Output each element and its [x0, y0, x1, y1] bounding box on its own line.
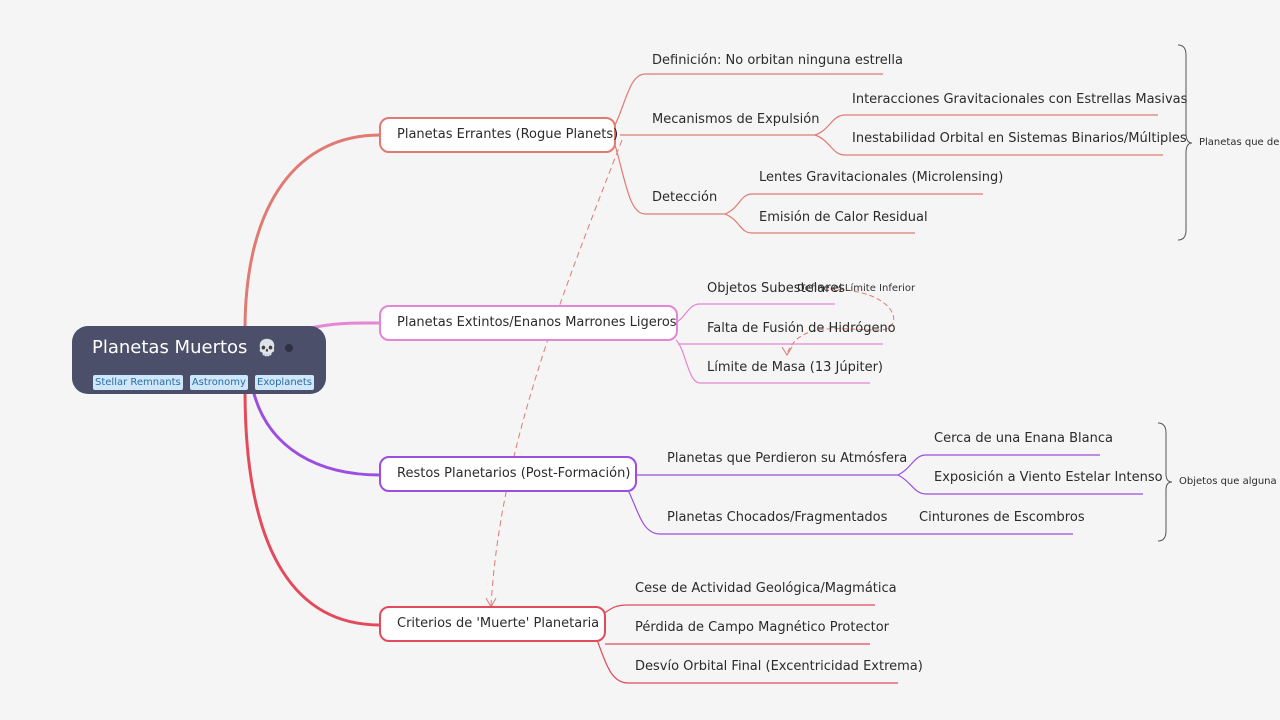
- topic-objetos-subestelares[interactable]: Objetos Subestelares: [707, 281, 846, 296]
- topic-deteccion[interactable]: Detección: [652, 190, 718, 205]
- summary-brace-errantes: [1177, 44, 1193, 241]
- connector-extintos-limite: [675, 339, 870, 384]
- topic-inestabilidad-orbital[interactable]: Inestabilidad Orbital en Sistemas Binari…: [852, 131, 1187, 146]
- topic-interacciones-gravitacionales[interactable]: Interacciones Gravitacionales con Estrel…: [852, 92, 1188, 107]
- label-tag[interactable]: Astronomy: [189, 375, 248, 390]
- relationship-label[interactable]: Define el Límite Inferior: [797, 283, 916, 294]
- relationship-line-objetos-limite: [786, 288, 895, 355]
- connector-mecanismos-interacciones: [814, 114, 1158, 136]
- topic-cinturones-escombros[interactable]: Cinturones de Escombros: [919, 510, 1085, 525]
- root-labels: Stellar Remnants Astronomy Exoplanets: [93, 370, 316, 390]
- topic-viento-estelar[interactable]: Exposición a Viento Estelar Intenso: [934, 470, 1163, 485]
- branch-restos-planetarios[interactable]: Restos Planetarios (Post-Formación): [379, 456, 637, 492]
- topic-enana-blanca[interactable]: Cerca de una Enana Blanca: [934, 431, 1113, 446]
- topic-definicion[interactable]: Definición: No orbitan ninguna estrella: [652, 53, 903, 68]
- connector-atmosfera-enana: [897, 454, 1100, 476]
- label-tag[interactable]: Exoplanets: [255, 375, 314, 390]
- root-title: Planetas Muertos: [92, 337, 248, 358]
- connector-mecanismos-inestabilidad: [814, 134, 1163, 156]
- topic-cese-actividad[interactable]: Cese de Actividad Geológica/Magmática: [635, 581, 897, 596]
- connector-deteccion-lentes: [724, 193, 983, 215]
- connector-errantes-deteccion: [611, 134, 725, 215]
- connector-root-errantes: [243, 133, 381, 331]
- connector-criterios-cese: [596, 604, 875, 619]
- relationship-arrowhead-limite: [781, 346, 793, 356]
- connector-criterios-desvio: [596, 639, 898, 684]
- topic-perdida-campo[interactable]: Pérdida de Campo Magnético Protector: [635, 620, 890, 635]
- topic-chocados-fragmentados[interactable]: Planetas Chocados/Fragmentados: [667, 510, 888, 525]
- root-topic[interactable]: Planetas Muertos 💀 Stellar Remnants Astr…: [72, 326, 326, 394]
- branch-criterios-muerte[interactable]: Criterios de 'Muerte' Planetaria: [379, 606, 606, 642]
- label-tag[interactable]: Stellar Remnants: [93, 375, 183, 390]
- topic-perdieron-atmosfera[interactable]: Planetas que Perdieron su Atmósfera: [667, 451, 908, 466]
- topic-emision-calor[interactable]: Emisión de Calor Residual: [759, 210, 928, 225]
- summary-restos[interactable]: Objetos que alguna: [1179, 476, 1277, 487]
- connector-root-restos: [251, 389, 381, 477]
- relationship-line-errantes-criterios: [490, 139, 623, 607]
- branch-planetas-errantes[interactable]: Planetas Errantes (Rogue Planets): [379, 117, 618, 153]
- connector-root-criterios: [243, 389, 381, 627]
- connector-deteccion-emision: [724, 213, 915, 234]
- summary-errantes[interactable]: Planetas que de: [1199, 137, 1280, 148]
- summary-brace-restos: [1157, 422, 1173, 542]
- topic-limite-masa[interactable]: Límite de Masa (13 Júpiter): [707, 360, 883, 375]
- topic-lentes-gravitacionales[interactable]: Lentes Gravitacionales (Microlensing): [759, 170, 1004, 185]
- branch-planetas-extintos[interactable]: Planetas Extintos/Enanos Marrones Ligero…: [379, 305, 678, 341]
- connector-extintos-objetos: [674, 303, 835, 324]
- topic-falta-fusion[interactable]: Falta de Fusión de Hidrógeno: [707, 321, 896, 336]
- connector-atmosfera-viento: [897, 474, 1143, 495]
- skull-icon: 💀: [257, 338, 278, 357]
- root-title-row: Planetas Muertos 💀: [92, 336, 306, 360]
- connector-root-extintos: [309, 321, 381, 330]
- topic-desvio-orbital[interactable]: Desvío Orbital Final (Excentricidad Extr…: [635, 659, 923, 674]
- topic-mecanismos-expulsion[interactable]: Mecanismos de Expulsión: [652, 112, 820, 127]
- marker-dot-icon: [284, 344, 293, 352]
- connector-restos-chocados: [627, 489, 1073, 535]
